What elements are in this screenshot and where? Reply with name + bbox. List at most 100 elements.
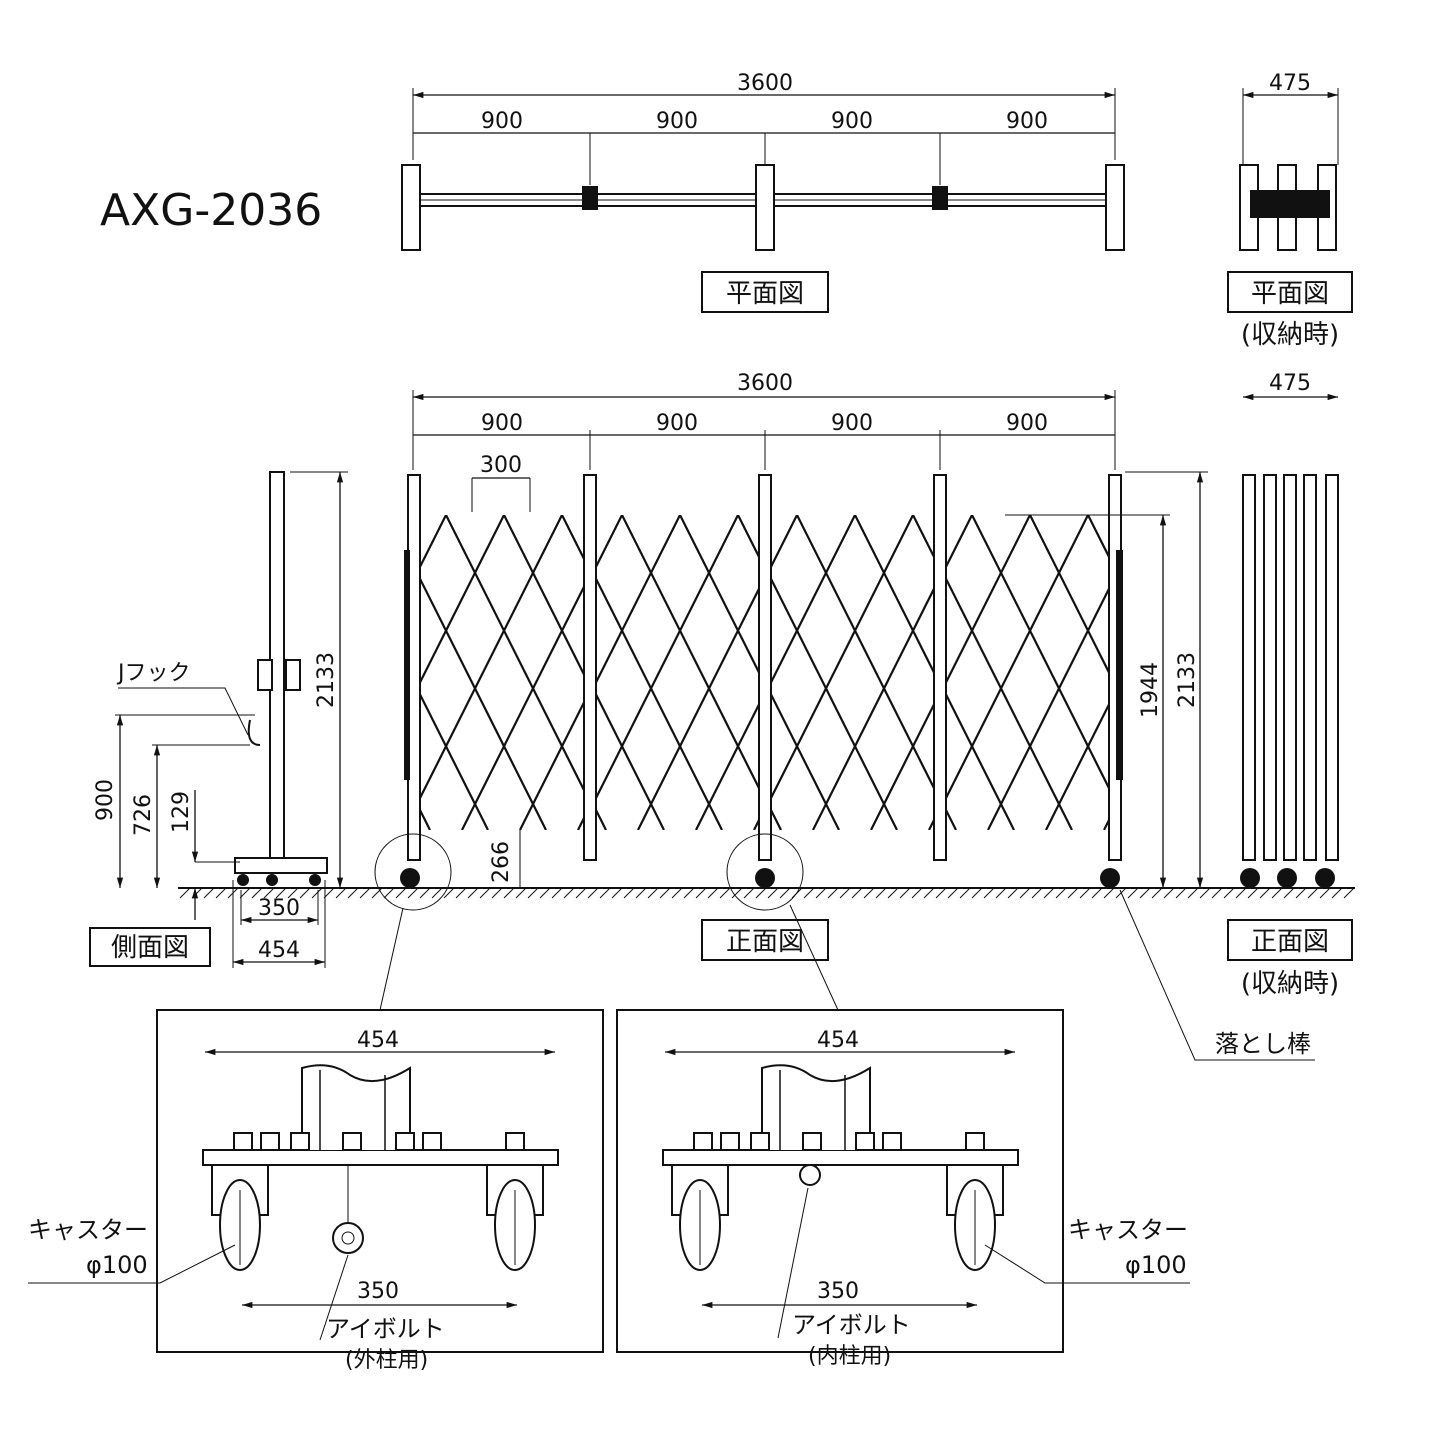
base-plate	[202, 1149, 559, 1166]
ground-hatch	[1199, 887, 1211, 899]
ground-hatch	[899, 887, 911, 899]
lattice-bar	[771, 515, 856, 685]
bolt-icon	[802, 1132, 822, 1151]
ground-hatch	[455, 887, 467, 899]
ground-hatch	[1235, 887, 1247, 899]
ground-hatch	[1223, 887, 1235, 899]
lattice-bar	[771, 576, 898, 830]
ground-hatch	[335, 887, 347, 899]
lattice-panel	[232, 515, 759, 830]
front-view-stored: 475 正面図 (収納時)	[1227, 371, 1353, 999]
ground-hatch	[539, 887, 551, 899]
lattice	[172, 515, 1304, 830]
ground-hatch	[1307, 887, 1319, 899]
plan-total-dim: 3600	[737, 71, 793, 96]
side-base-width: 454	[258, 938, 300, 963]
detail-inner-post: 454 350 キャスター φ100 アイボルト (内柱用)	[616, 1009, 1190, 1369]
front-stored-sub: (収納時)	[1241, 969, 1339, 999]
ground-hatch	[1067, 887, 1079, 899]
ground-hatch	[1319, 887, 1331, 899]
lattice-bar	[420, 515, 447, 570]
ground-hatch	[1343, 887, 1355, 899]
ground-hatch	[1175, 887, 1187, 899]
ground-hatch	[983, 887, 995, 899]
detail-width-dim: 454	[357, 1028, 399, 1053]
lattice-bar	[771, 691, 840, 830]
bottom-clearance-dim: 266	[489, 841, 514, 883]
bolt-icon	[693, 1132, 713, 1151]
lattice-bar	[172, 515, 330, 830]
dim-726: 726	[131, 794, 156, 836]
lattice-bar	[796, 515, 934, 791]
ground-hatch	[743, 887, 755, 899]
plan-stored-width: 475	[1269, 71, 1311, 96]
ground-hatch	[1007, 887, 1019, 899]
bolt-icon	[720, 1132, 740, 1151]
ground-hatch	[719, 887, 731, 899]
ground-hatch	[251, 887, 263, 899]
plan-view-stored: 475 平面図 (収納時)	[1227, 71, 1353, 350]
lattice-bar	[679, 515, 759, 675]
dim-129: 129	[169, 791, 194, 833]
ground-hatch	[215, 887, 227, 899]
j-hook-label: Jフック	[116, 661, 191, 686]
ground-hatch	[1163, 887, 1175, 899]
detail-pitch-dim: 350	[357, 1279, 399, 1304]
ground-hatch	[323, 887, 335, 899]
lattice-bar	[420, 691, 489, 830]
ground-hatch	[827, 887, 839, 899]
ground-hatch	[611, 887, 623, 899]
ground-hatch	[1187, 887, 1199, 899]
lattice-bar	[1045, 701, 1109, 830]
bolt-icon	[855, 1132, 875, 1151]
ground-hatch	[875, 887, 887, 899]
lattice-bar	[596, 576, 723, 830]
post-section	[761, 1064, 871, 1150]
ground-hatch	[695, 887, 707, 899]
lattice-bar	[812, 586, 934, 830]
ground-line	[178, 887, 1355, 899]
plan-seg-dim: 900	[831, 109, 873, 134]
ground-hatch	[731, 887, 743, 899]
ground-hatch	[659, 887, 671, 899]
ground-hatch	[1271, 887, 1283, 899]
lattice-panel	[172, 515, 584, 830]
ground-hatch	[911, 887, 923, 899]
side-caster-pitch: 350	[258, 896, 300, 921]
lattice-bar	[987, 586, 1109, 830]
ground-hatch	[347, 887, 359, 899]
lattice-bar	[232, 515, 390, 830]
ground-hatch	[431, 887, 443, 899]
ground-hatch	[383, 887, 395, 899]
bolt-icon	[290, 1132, 310, 1151]
drop-rod-label: 落とし棒	[1215, 1030, 1311, 1058]
ground-hatch	[515, 887, 527, 899]
ground-hatch	[1043, 887, 1055, 899]
ground-hatch	[1151, 887, 1163, 899]
caster-label: キャスター	[28, 1216, 148, 1244]
bolt-icon	[750, 1132, 770, 1151]
ground-hatch	[971, 887, 983, 899]
ground-hatch	[1091, 887, 1103, 899]
ground-hatch	[779, 887, 791, 899]
detail-width-dim: 454	[817, 1028, 859, 1053]
plan-view: 3600 900 900 900 900 平面図	[401, 71, 1125, 313]
ground-hatch	[995, 887, 1007, 899]
ground-hatch	[419, 887, 431, 899]
lattice-bar	[1146, 515, 1304, 830]
caster-size: φ100	[86, 1251, 148, 1279]
ground-hatch	[491, 887, 503, 899]
bolt-icon	[395, 1132, 415, 1151]
ground-hatch	[359, 887, 371, 899]
front-view: 3600 900 900 900 900 300 266 1944 2133 正…	[172, 371, 1315, 1061]
lattice-bar	[461, 584, 584, 830]
ground-hatch	[575, 887, 587, 899]
lattice-bar	[946, 515, 1031, 685]
front-stored-label: 正面図	[1251, 927, 1329, 957]
ground-hatch	[551, 887, 563, 899]
ground-hatch	[1139, 887, 1151, 899]
ground-hatch	[1283, 887, 1295, 899]
ground-hatch	[767, 887, 779, 899]
ground-hatch	[923, 887, 935, 899]
